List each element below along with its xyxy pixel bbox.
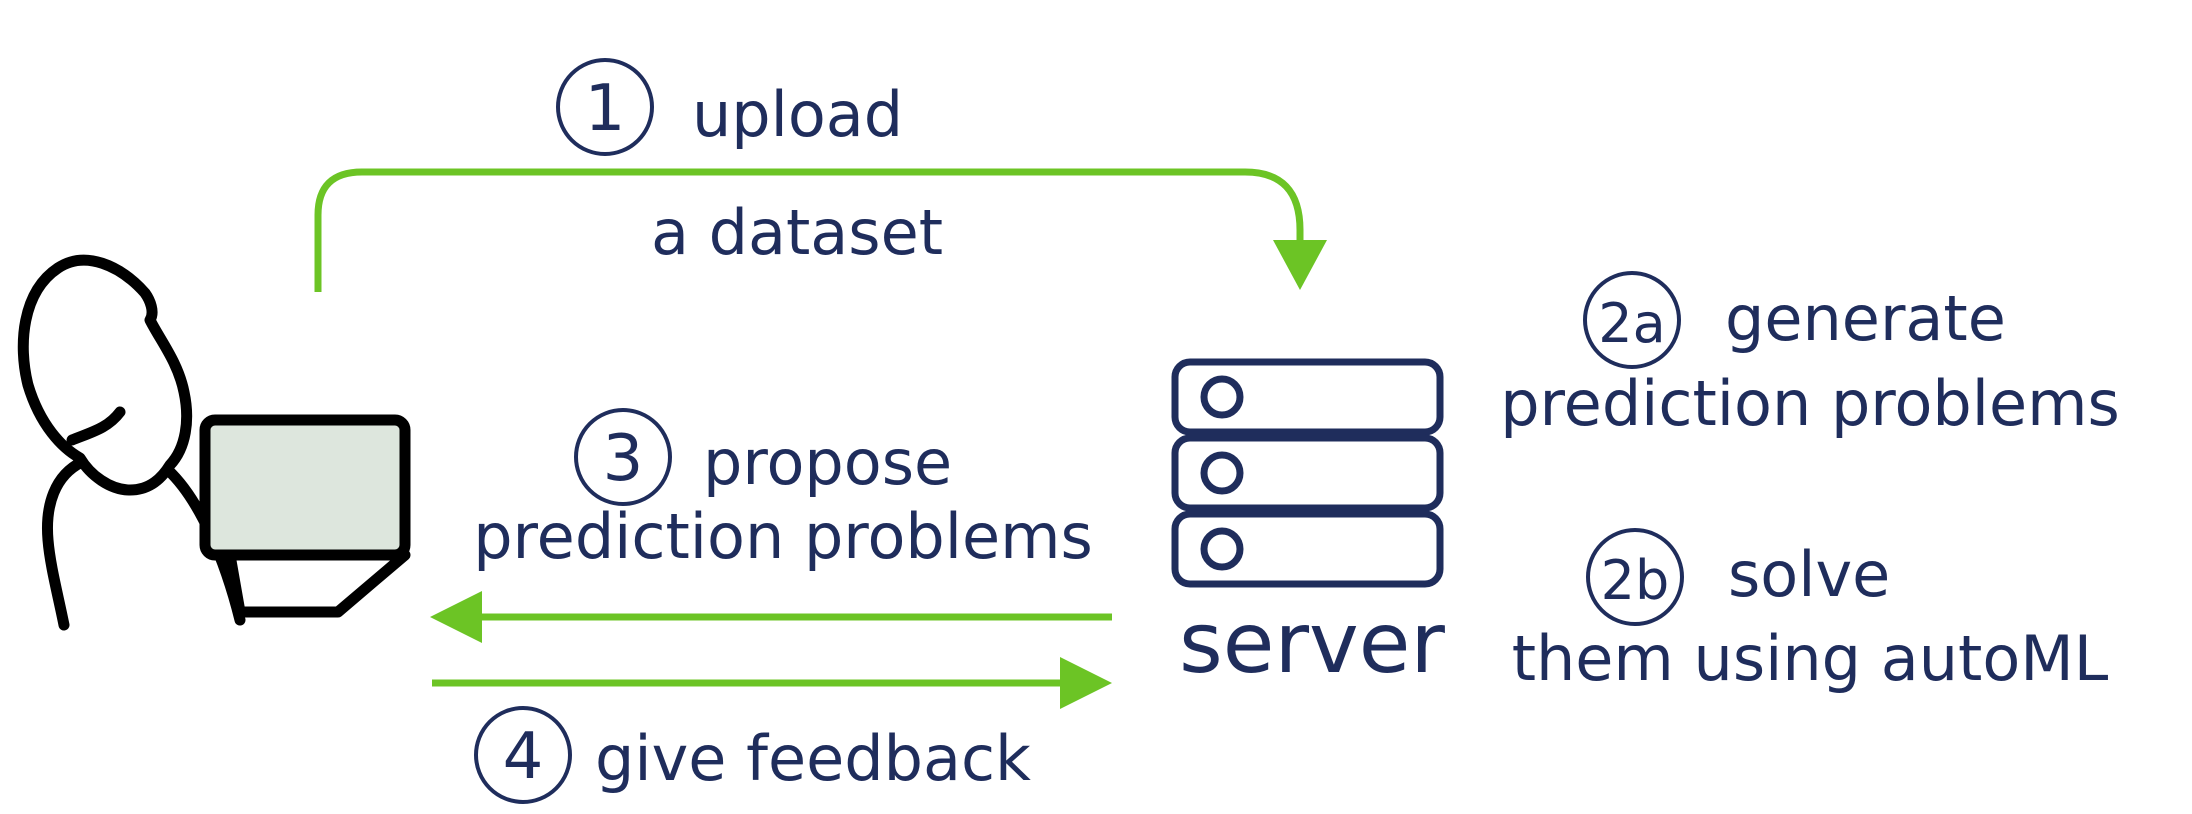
propose-arrow (430, 591, 1112, 643)
feedback-arrow-head (1060, 657, 1112, 709)
server-unit-3 (1171, 510, 1444, 588)
laptop-screen (199, 414, 411, 561)
step-propose: 3 propose prediction problems (473, 408, 1093, 573)
step-feedback-title: give feedback (595, 722, 1031, 795)
step-generate-detail: prediction problems (1500, 367, 2120, 440)
step-upload-number: 1 (585, 72, 626, 146)
step-feedback-badge (474, 706, 572, 804)
laptop-base (224, 549, 411, 618)
step-propose-title: propose (703, 426, 952, 499)
upload-arrow-head (1273, 240, 1327, 290)
upload-arrow-line (314, 168, 1304, 292)
server-unit-1-light (1200, 375, 1244, 419)
propose-arrow-head (430, 591, 482, 643)
step-propose-number: 3 (603, 422, 644, 496)
step-upload-detail: a dataset (651, 196, 943, 269)
server-label: server (1179, 594, 1445, 692)
person-head-outline (17, 254, 193, 496)
step-solve-title: solve (1728, 538, 1890, 611)
step-generate: 2a generate prediction problems (1500, 271, 2120, 440)
step-generate-badge (1583, 271, 1681, 369)
laptop-icon (199, 414, 411, 618)
server-unit-2-light (1200, 451, 1244, 495)
step-solve-badge (1586, 528, 1684, 626)
step-feedback: 4 give feedback (474, 706, 1031, 804)
step-upload: 1 upload a dataset (556, 58, 943, 269)
server-unit-2 (1171, 434, 1444, 512)
step-propose-detail: prediction problems (473, 500, 1093, 573)
server-unit-3-light (1200, 527, 1244, 571)
step-propose-badge (574, 408, 672, 506)
step-upload-title: upload (692, 78, 903, 151)
person-chin (66, 406, 126, 446)
feedback-arrow (432, 657, 1112, 709)
person-body (41, 456, 88, 631)
server-icon (1171, 358, 1444, 588)
step-solve-detail: them using autoML (1512, 622, 2109, 695)
step-generate-number: 2a (1598, 292, 1665, 355)
step-solve: 2b solve them using autoML (1512, 528, 2109, 695)
step-generate-title: generate (1725, 282, 2006, 355)
step-solve-number: 2b (1601, 549, 1670, 612)
step-upload-badge (556, 58, 654, 156)
step-feedback-number: 4 (503, 720, 544, 794)
server-unit-1 (1171, 358, 1444, 436)
upload-arrow (314, 168, 1327, 292)
